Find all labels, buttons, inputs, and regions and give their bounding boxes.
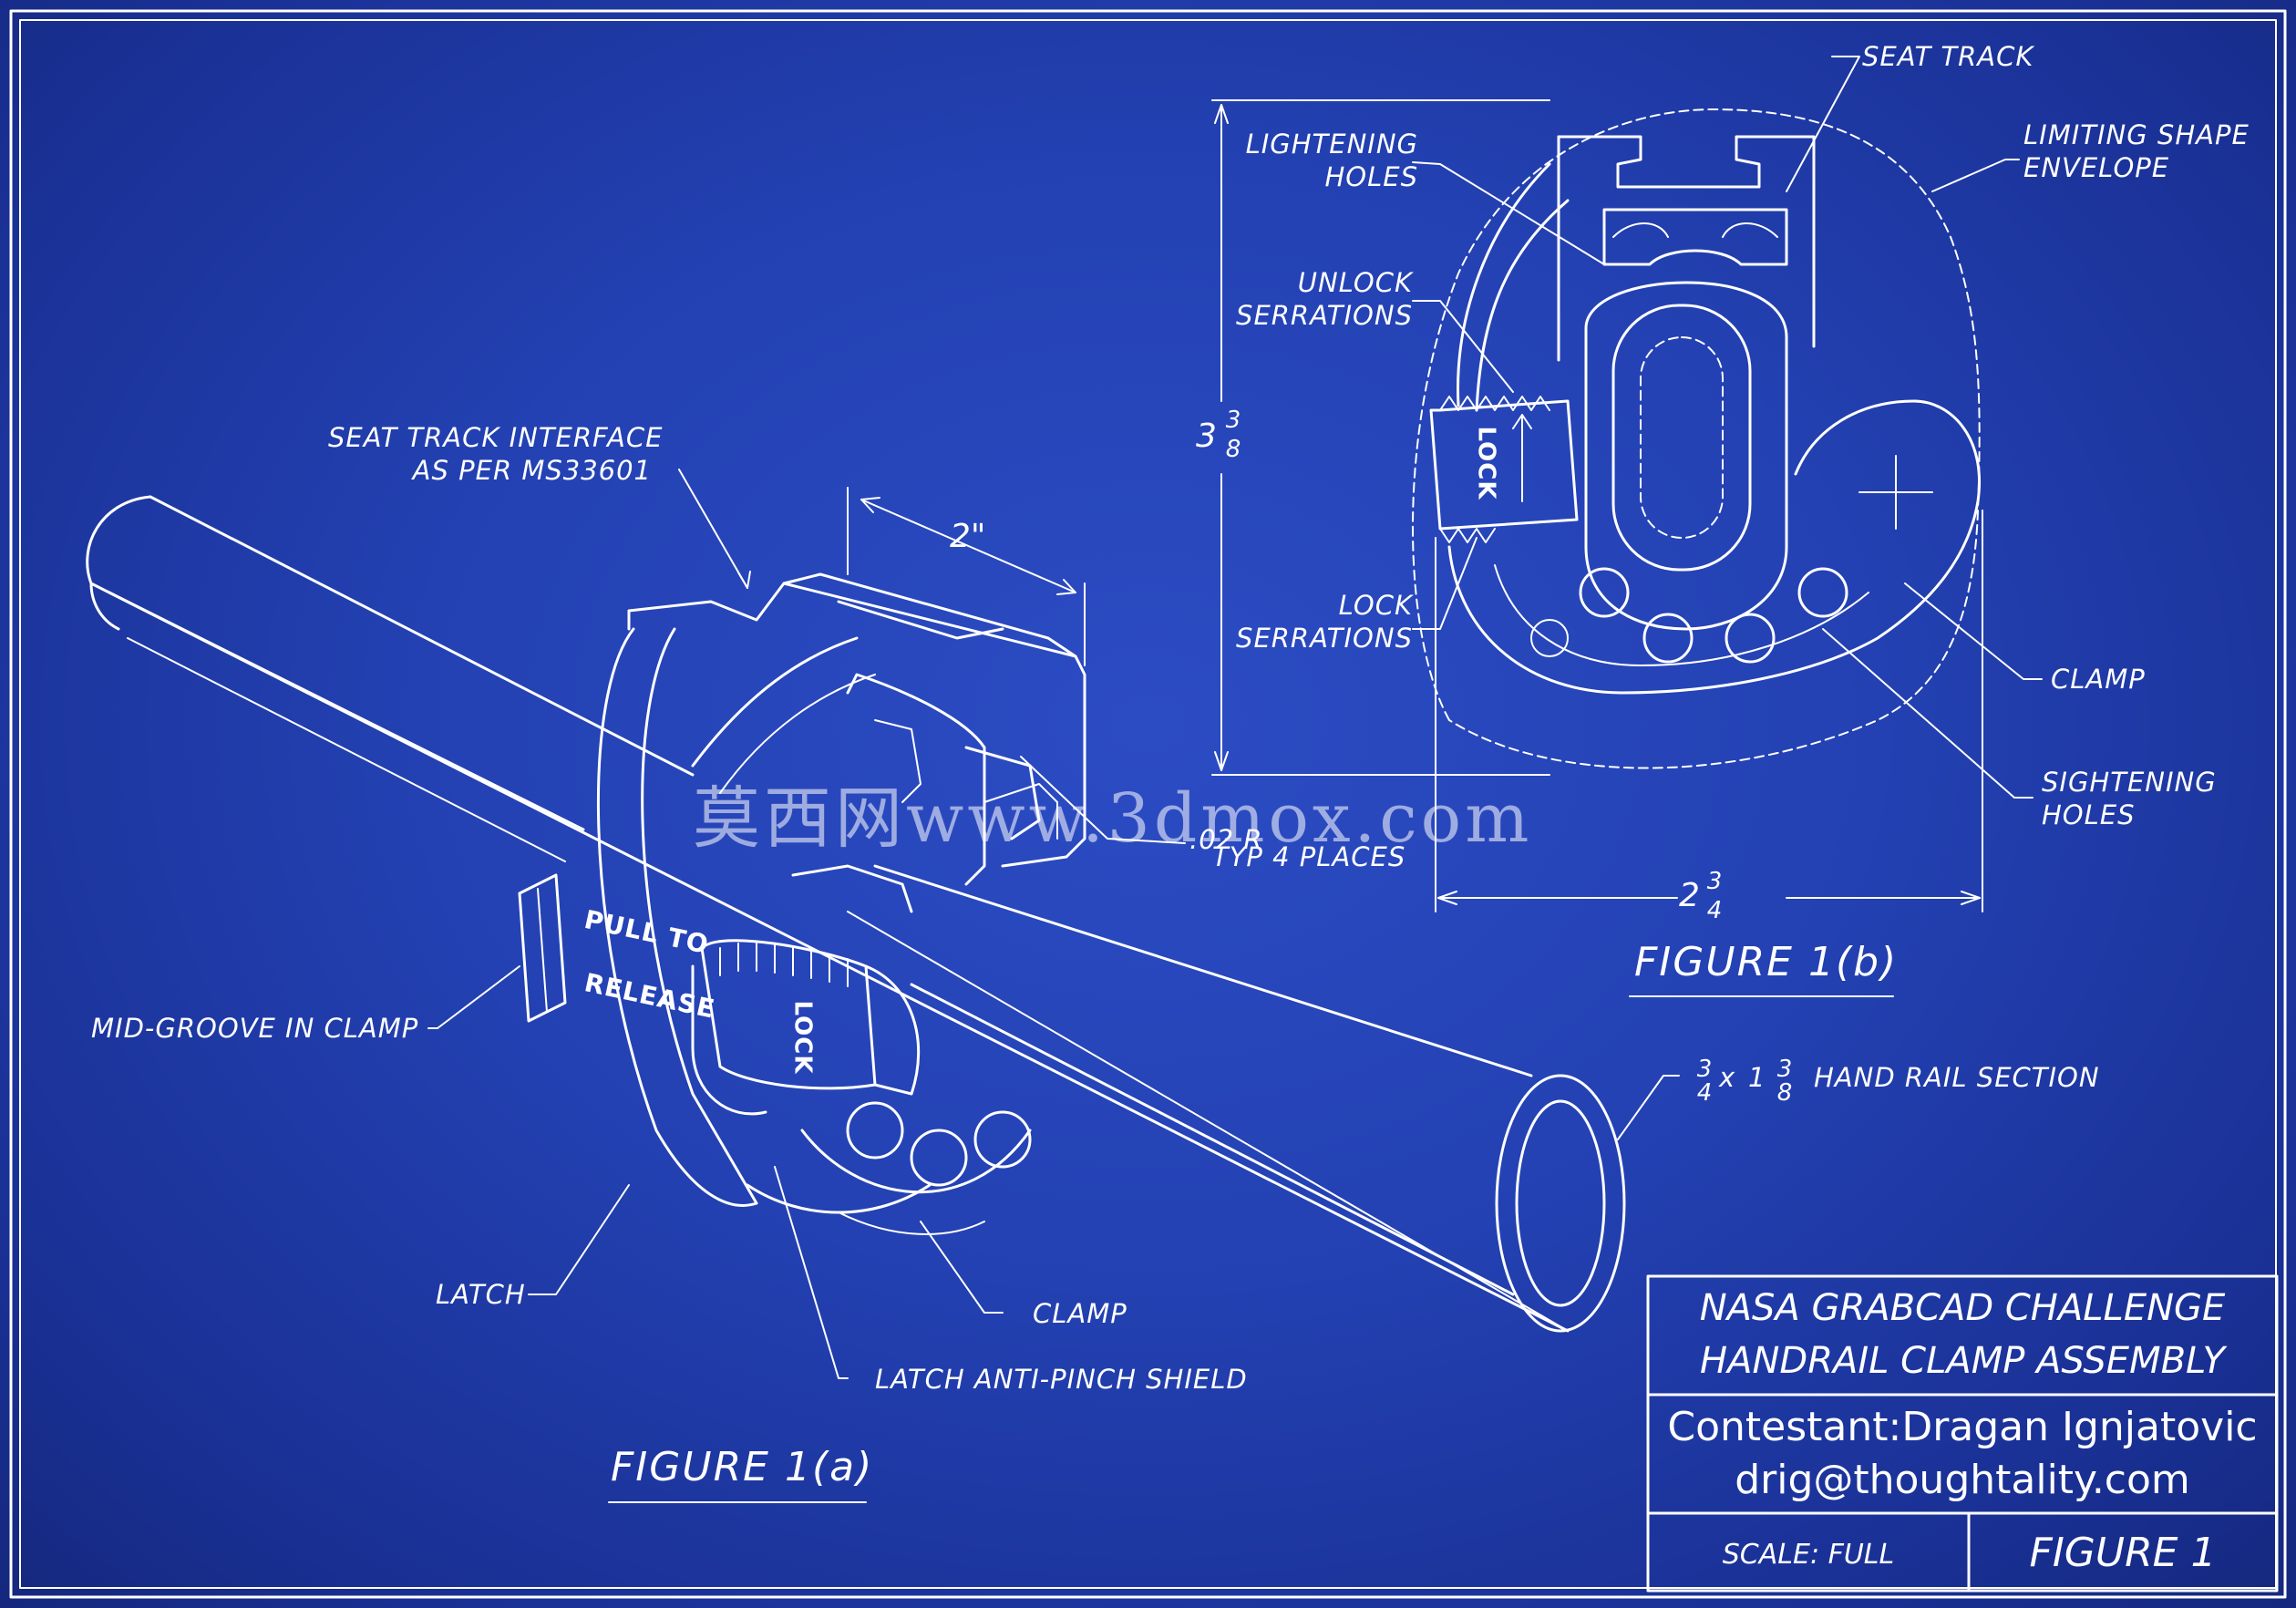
- rail-frac-a-den: 4: [1696, 1079, 1713, 1107]
- figure-number: FIGURE 1: [2029, 1530, 2217, 1576]
- contestant: Contestant:Dragan Ignjatovic: [1667, 1404, 2258, 1450]
- rail-frac-a-num: 3: [1696, 1056, 1713, 1083]
- label-lightening-holes-2: HOLES: [1324, 161, 1418, 192]
- outer-border: [9, 9, 2287, 1599]
- inner-border: [19, 19, 2277, 1589]
- limiting-envelope: [1412, 108, 1981, 769]
- label-limiting-shape-2: ENVELOPE: [2023, 152, 2170, 183]
- leaders-a: [427, 469, 1680, 1379]
- label-sightening-holes-2: HOLES: [2042, 799, 2136, 830]
- latch-a: [691, 939, 921, 1116]
- rail-whole-b: 1: [1748, 1062, 1766, 1093]
- rail-frac-b-den: 8: [1776, 1079, 1793, 1107]
- scale: SCALE: FULL: [1722, 1539, 1895, 1571]
- mid-groove: [518, 873, 567, 1023]
- title-block-frame: [1646, 1274, 2279, 1593]
- height-num: 3: [1225, 407, 1241, 434]
- title-line-1: NASA GRABCAD CHALLENGE: [1699, 1287, 2226, 1329]
- label-lightening-holes-1: LIGHTENING: [1245, 129, 1418, 160]
- height-den: 8: [1225, 436, 1241, 463]
- latch-text-lock-b: LOCK: [1472, 426, 1500, 500]
- dimensions-b: [1211, 99, 1983, 912]
- watermark: 莫西网www.3dmox.com: [693, 779, 1533, 858]
- label-clamp-a: CLAMP: [1033, 1298, 1127, 1329]
- label-radius-1: .02 R: [1189, 824, 1263, 855]
- clamp-outline-b: [1429, 135, 1981, 695]
- dimension-2in-label: 2": [950, 518, 986, 555]
- seat-track-block: [627, 572, 1086, 913]
- rail-frac-b-num: 3: [1776, 1056, 1793, 1083]
- clamp-ring-a: [596, 627, 1032, 1235]
- label-clamp-b: CLAMP: [2051, 664, 2146, 695]
- label-sightening-holes-1: SIGHTENING: [2042, 767, 2217, 798]
- label-seat-track: SEAT TRACK: [1862, 41, 2034, 72]
- latch-text-lock-a: LOCK: [788, 1000, 817, 1075]
- label-unlock-serrations-1: UNLOCK: [1297, 267, 1413, 298]
- figure-1b-label: FIGURE 1(b): [1634, 939, 1899, 985]
- label-mid-groove: MID-GROOVE IN CLAMP: [91, 1013, 419, 1044]
- label-seat-track-interface-2: AS PER MS33601: [412, 455, 652, 486]
- title-line-2: HANDRAIL CLAMP ASSEMBLY: [1700, 1340, 2225, 1382]
- label-unlock-serrations-2: SERRATIONS: [1236, 300, 1413, 331]
- figure-1a-label: FIGURE 1(a): [611, 1444, 874, 1490]
- label-seat-track-interface-1: SEAT TRACK INTERFACE: [328, 422, 664, 453]
- label-lock-serrations-1: LOCK: [1338, 590, 1413, 621]
- label-radius-2: TYP 4 PLACES: [1212, 841, 1406, 872]
- label-latch: LATCH: [436, 1279, 526, 1310]
- width-whole: 2: [1679, 877, 1700, 914]
- leaders-b: [1412, 56, 2043, 799]
- label-anti-pinch: LATCH ANTI-PINCH SHIELD: [875, 1364, 1248, 1395]
- label-hand-rail-section: HAND RAIL SECTION: [1814, 1062, 2100, 1093]
- email: drig@thoughtality.com: [1735, 1457, 2190, 1503]
- width-num: 3: [1706, 868, 1723, 895]
- width-den: 4: [1706, 897, 1723, 924]
- dimension-2in: [847, 487, 1086, 666]
- rail-x: x: [1719, 1062, 1736, 1093]
- height-whole: 3: [1196, 417, 1217, 455]
- label-lock-serrations-2: SERRATIONS: [1236, 623, 1413, 654]
- clamp-holes-a: [846, 1101, 1032, 1187]
- label-limiting-shape-1: LIMITING SHAPE: [2023, 119, 2250, 150]
